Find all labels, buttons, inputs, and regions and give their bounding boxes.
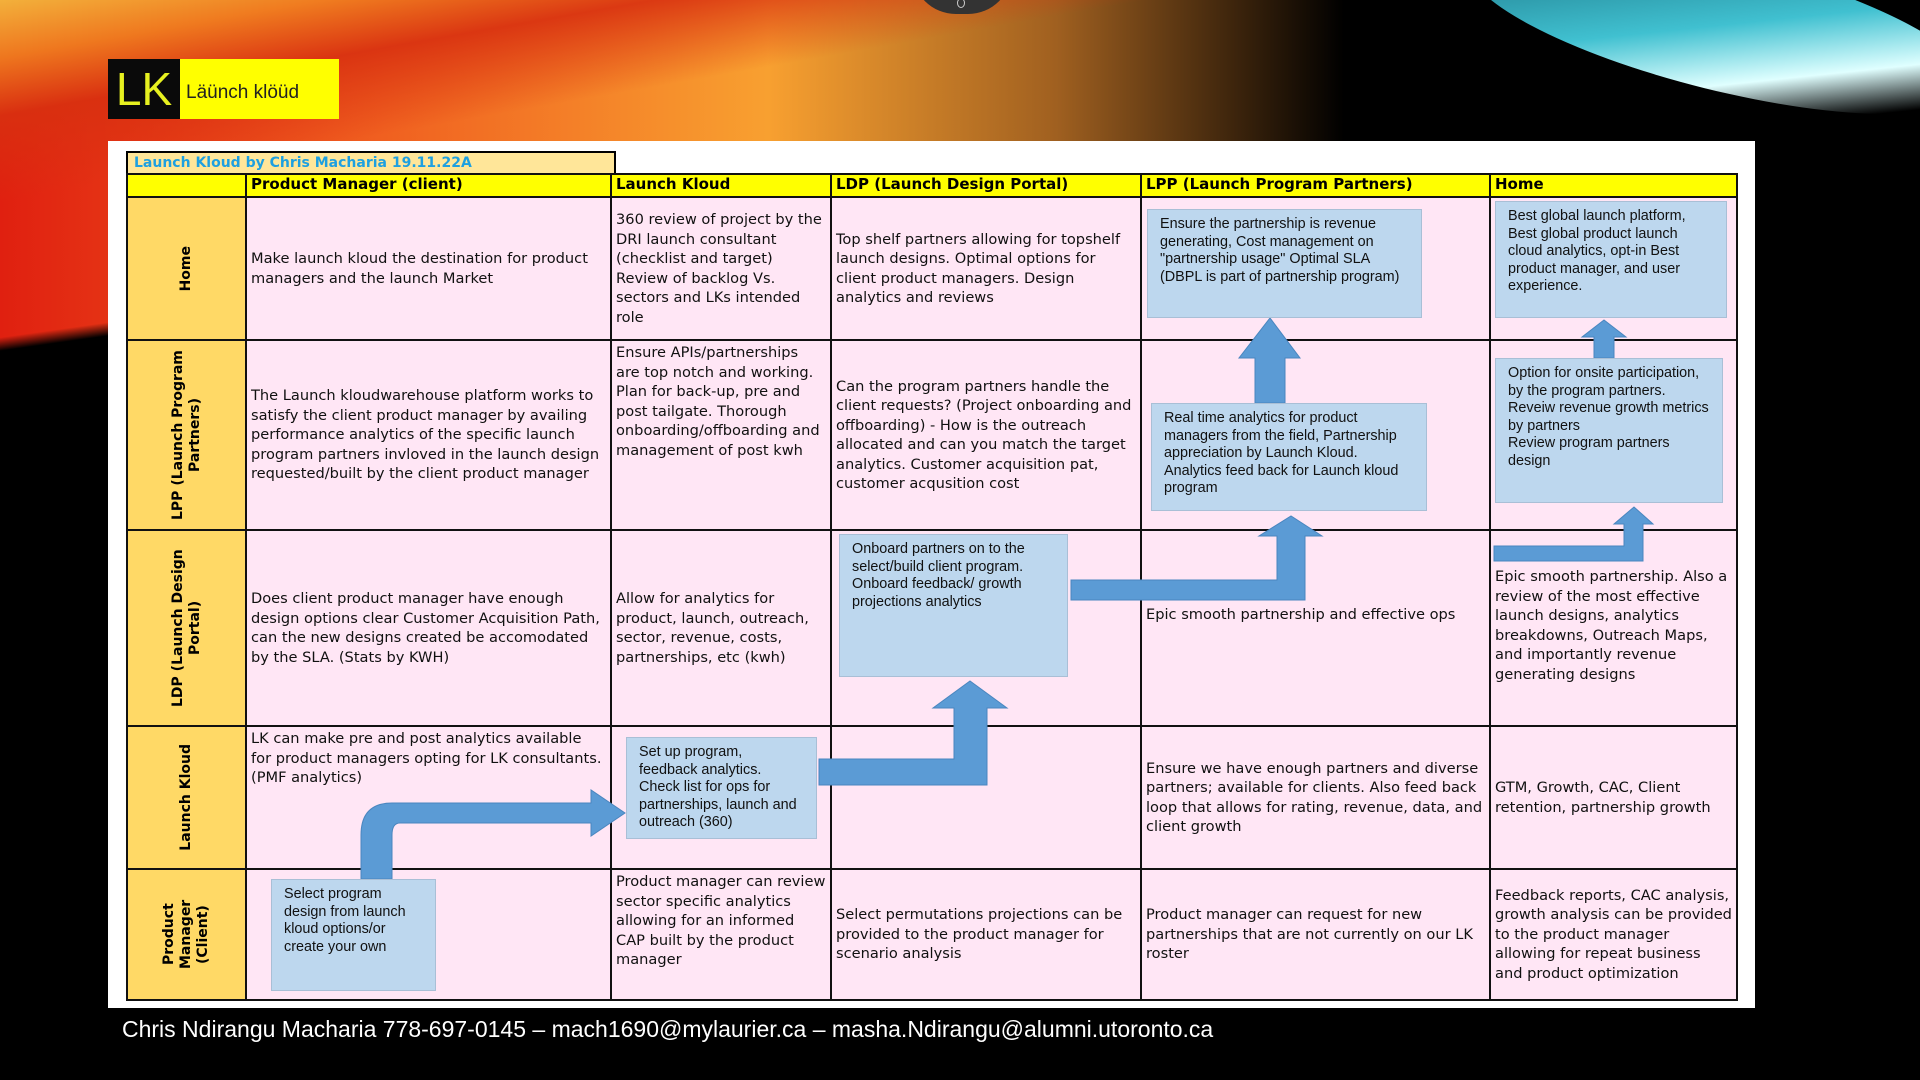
table-cell: Allow for analytics for product, launch,… <box>610 529 832 727</box>
row-label: Product Manager (Client) <box>126 868 247 1001</box>
cell-text: Epic smooth partnership and effective op… <box>1146 606 1456 623</box>
cell-text: Epic smooth partnership. Also a review o… <box>1495 568 1728 683</box>
row-label: Launch Kloud <box>126 725 247 870</box>
cell-text: LK can make pre and post analytics avail… <box>251 730 602 786</box>
cell-text: The Launch kloudwarehouse platform works… <box>251 387 600 483</box>
cell-text: Make launch kloud the destination for pr… <box>251 250 588 287</box>
table-title: Launch Kloud by Chris Macharia 19.11.22A <box>126 151 616 173</box>
table-cell: The Launch kloudwarehouse platform works… <box>245 339 612 531</box>
cell-text: Select permutations projections can be p… <box>836 906 1123 963</box>
column-header: LPP (Launch Program Partners) <box>1140 173 1491 198</box>
cell-text: 360 review of project by the DRI launch … <box>616 211 822 326</box>
cell-text: Ensure APIs/partnerships are top notch a… <box>616 344 820 459</box>
arrow-curved-pm-to-lk <box>360 789 626 880</box>
footer-contact: Chris Ndirangu Macharia 778-697-0145 – m… <box>122 1016 1214 1042</box>
process-box-lpp-home: Ensure the partnership is revenue genera… <box>1147 209 1422 318</box>
table-cell: Ensure we have enough partners and diver… <box>1140 725 1491 870</box>
cell-text: Top shelf partners allowing for topshelf… <box>836 230 1121 307</box>
arrow-up-lpp <box>1237 317 1301 404</box>
process-box-home-lpp: Option for onsite participation, by the … <box>1495 358 1723 503</box>
cell-text: Does client product manager have enough … <box>251 590 600 666</box>
cell-text: Allow for analytics for product, launch,… <box>616 590 809 666</box>
cell-text: Product manager can review sector specif… <box>616 873 826 968</box>
cell-text: GTM, Growth, CAC, Client retention, part… <box>1495 779 1711 816</box>
table-cell: Epic smooth partnership. Also a review o… <box>1489 529 1738 727</box>
arrow-up-home <box>1580 319 1628 359</box>
table-cell: Top shelf partners allowing for topshelf… <box>830 196 1142 341</box>
arrow-elbow-lk-to-ldp <box>818 680 1009 786</box>
table-cell: Does client product manager have enough … <box>245 529 612 727</box>
logo-mark: LK <box>108 59 180 119</box>
column-header: Home <box>1489 173 1738 198</box>
logo: LK Läünch klöüd <box>108 59 339 119</box>
cell-text: Can the program partners handle the clie… <box>836 377 1132 493</box>
cell-text: Product manager can request for new part… <box>1146 906 1473 963</box>
cell-text: Ensure we have enough partners and diver… <box>1146 759 1483 836</box>
table-cell: Feedback reports, CAC analysis, growth a… <box>1489 868 1738 1001</box>
table-cell: Product manager can review sector specif… <box>610 868 832 1001</box>
table-cell: GTM, Growth, CAC, Client retention, part… <box>1489 725 1738 870</box>
table-cell: Make launch kloud the destination for pr… <box>245 196 612 341</box>
cell-text: Feedback reports, CAC analysis, growth a… <box>1495 886 1732 982</box>
table-cell: Ensure APIs/partnerships are top notch a… <box>610 339 832 531</box>
process-box-lpp-lpp: Real time analytics for product managers… <box>1151 403 1427 511</box>
process-box-lk-lk: Set up program, feedback analytics. Chec… <box>626 737 817 839</box>
arrow-elbow-home <box>1493 506 1655 562</box>
row-label: LDP (Launch Design Portal) <box>126 529 247 727</box>
process-box-ldp-ldp: Onboard partners on to the select/build … <box>839 534 1068 677</box>
arrow-elbow-ldp-to-lpp <box>1070 515 1324 601</box>
table-cell: Select permutations projections can be p… <box>830 868 1142 1001</box>
logo-name: Läünch klöüd <box>186 82 300 103</box>
process-box-home-home: Best global launch platform, Best global… <box>1495 201 1727 318</box>
process-box-pm-pm: Select program design from launch kloud … <box>271 879 436 991</box>
